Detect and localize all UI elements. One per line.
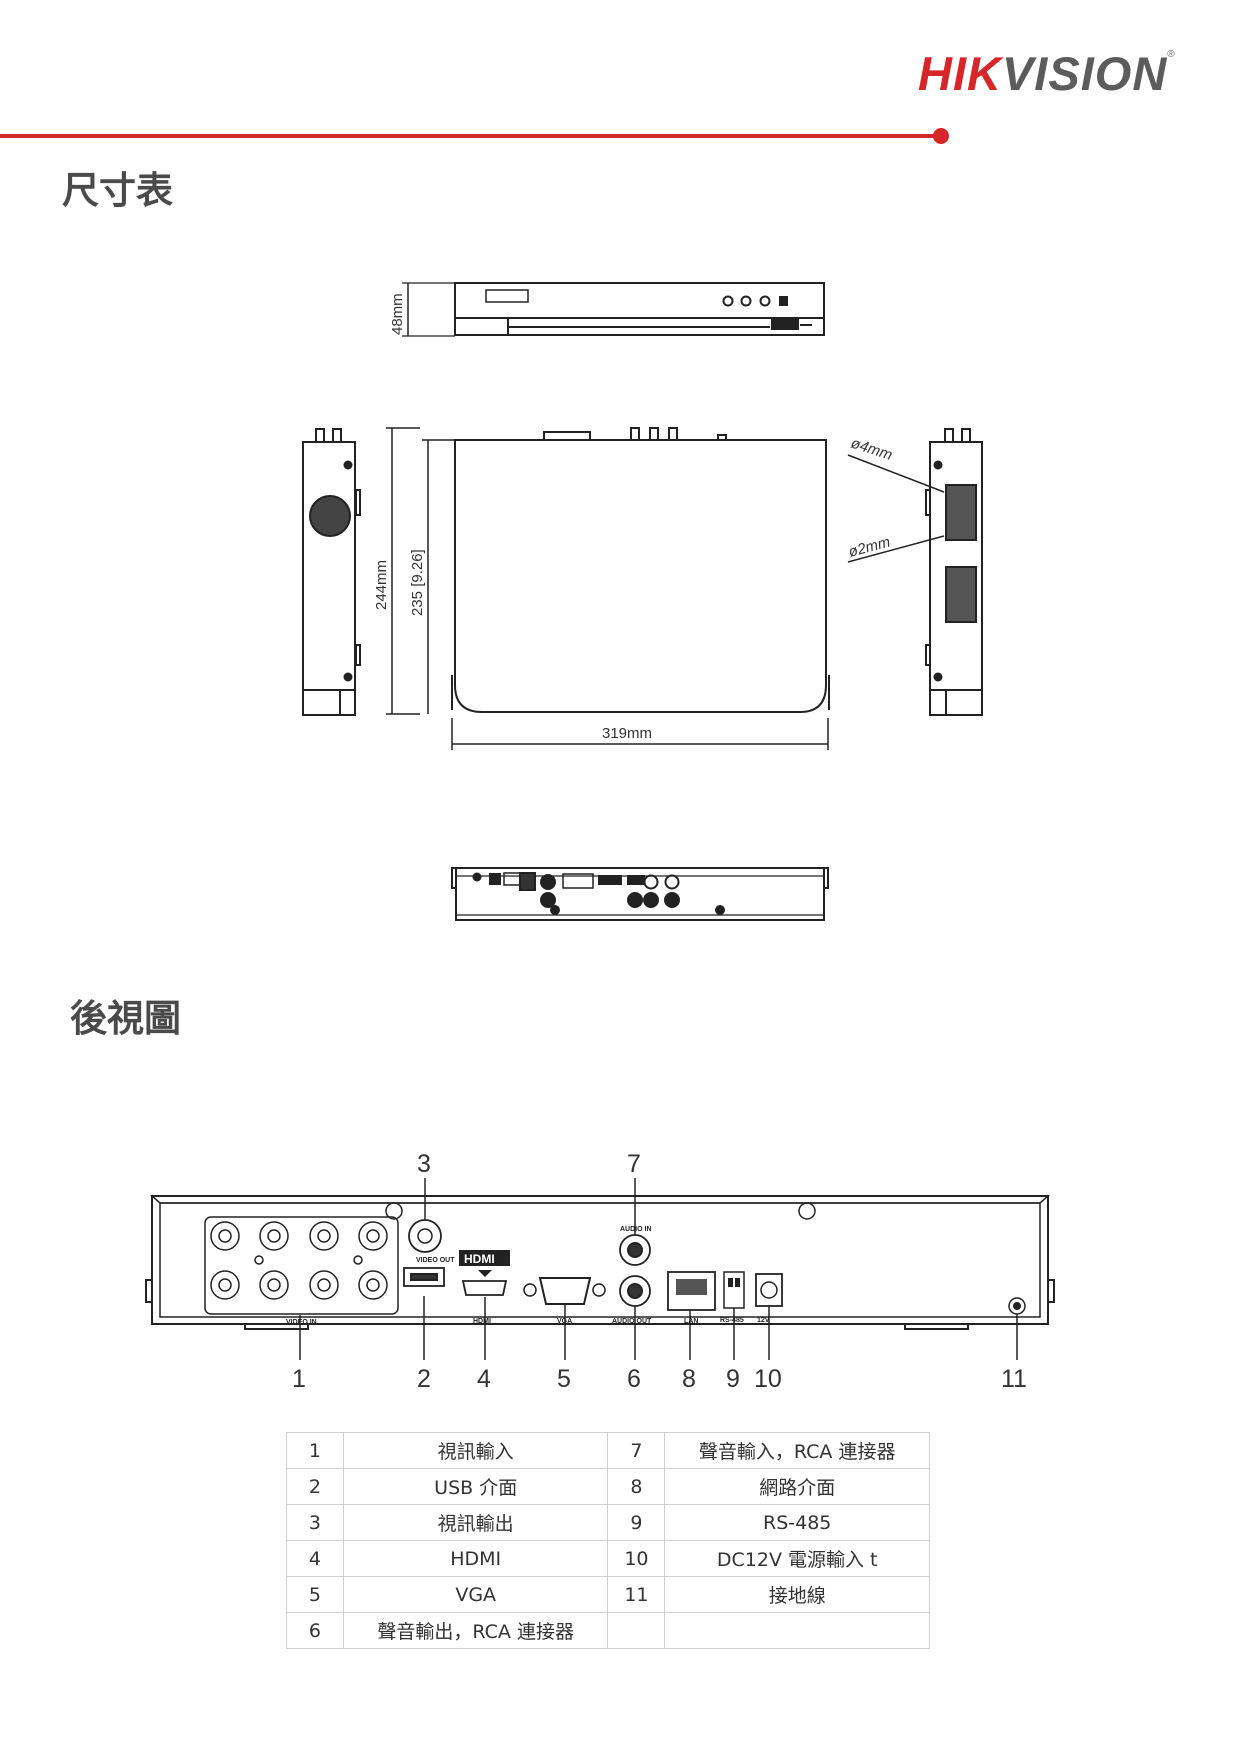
width-dimension-line xyxy=(451,718,829,750)
right-side-view-drawing xyxy=(847,428,983,716)
port-description: VGA xyxy=(342,1576,609,1613)
header-rule xyxy=(0,134,938,138)
port-number: 1 xyxy=(286,1432,344,1469)
header-rule-dot xyxy=(933,128,949,144)
port-number xyxy=(607,1612,666,1649)
port-description: 網路介面 xyxy=(664,1468,930,1505)
table-row: 5 VGA 11 接地線 xyxy=(286,1576,930,1613)
table-row: 3 視訊輸出 9 RS-485 xyxy=(286,1504,930,1541)
port-description: 接地線 xyxy=(664,1576,930,1613)
callout-leader-lines xyxy=(299,1178,1018,1360)
port-number: 5 xyxy=(286,1576,344,1613)
callout-10: 10 xyxy=(754,1365,782,1393)
audio-out-label: AUDIO OUT xyxy=(612,1318,652,1325)
port-description: 視訊輸入 xyxy=(342,1432,609,1469)
port-number: 8 xyxy=(607,1468,666,1505)
hikvision-logo: HIKVISION® xyxy=(918,47,1176,100)
callout-11: 11 xyxy=(1001,1365,1027,1393)
port-number: 9 xyxy=(607,1504,666,1541)
depth-outer-label: 244mm xyxy=(373,560,390,610)
callout-6: 6 xyxy=(627,1365,641,1393)
power-12v-label: 12V xyxy=(757,1317,770,1324)
left-side-view-drawing xyxy=(302,428,361,716)
table-row: 1 視訊輸入 7 聲音輸入，RCA 連接器 xyxy=(286,1432,930,1469)
callout-4: 4 xyxy=(477,1365,491,1393)
lan-label: LAN xyxy=(684,1318,698,1325)
port-description xyxy=(664,1612,930,1649)
callout-8: 8 xyxy=(682,1365,696,1393)
video-out-label: VIDEO OUT xyxy=(416,1257,455,1264)
hole-large-label: ø4mm xyxy=(849,435,895,464)
port-description-table: 1 視訊輸入 7 聲音輸入，RCA 連接器 2 USB 介面 8 網路介面 3 … xyxy=(286,1432,930,1649)
callout-9: 9 xyxy=(726,1365,740,1393)
callout-3: 3 xyxy=(417,1150,431,1178)
table-row: 4 HDMI 10 DC12V 電源輸入 t xyxy=(286,1540,930,1577)
port-number: 2 xyxy=(286,1468,344,1505)
logo-part-red: HIK xyxy=(918,47,1002,100)
port-description: 視訊輸出 xyxy=(342,1504,609,1541)
port-description: DC12V 電源輸入 t xyxy=(664,1540,930,1577)
rear-view-small-drawing xyxy=(451,867,829,921)
logo-part-gray: VISION xyxy=(1001,47,1168,100)
dimensions-title: 尺寸表 xyxy=(62,169,173,212)
callout-7: 7 xyxy=(627,1150,641,1178)
port-number: 6 xyxy=(286,1612,344,1649)
rs485-label: RS-485 xyxy=(720,1317,744,1324)
port-number: 10 xyxy=(607,1540,666,1577)
port-description: RS-485 xyxy=(664,1504,930,1541)
port-number: 3 xyxy=(286,1504,344,1541)
depth-dimension-lines xyxy=(386,427,454,715)
top-view-drawing xyxy=(451,427,830,713)
video-in-label: VIDEO IN xyxy=(286,1319,317,1326)
port-description: USB 介面 xyxy=(342,1468,609,1505)
rear-view-title: 後視圖 xyxy=(70,997,181,1040)
registered-mark: ® xyxy=(1167,49,1176,60)
front-view-drawing xyxy=(402,282,825,337)
port-description: HDMI xyxy=(342,1540,609,1577)
hdmi-port-label: HDMI xyxy=(473,1318,491,1325)
depth-inner-label: 235 [9.26] xyxy=(409,549,426,616)
callout-2: 2 xyxy=(417,1365,431,1393)
port-description: 聲音輸出，RCA 連接器 xyxy=(342,1612,609,1649)
port-number: 11 xyxy=(607,1576,666,1613)
callout-1: 1 xyxy=(292,1365,306,1393)
bnc-video-inputs xyxy=(210,1221,388,1300)
table-row: 2 USB 介面 8 網路介面 xyxy=(286,1468,930,1505)
port-number: 4 xyxy=(286,1540,344,1577)
width-dimension-label: 319mm xyxy=(602,725,652,742)
table-row: 6 聲音輸出，RCA 連接器 xyxy=(286,1612,930,1649)
port-description: 聲音輸入，RCA 連接器 xyxy=(664,1432,930,1469)
hdmi-badge-label: HDMI xyxy=(464,1252,495,1266)
callout-5: 5 xyxy=(557,1365,571,1393)
rear-panel-drawing xyxy=(145,1195,1055,1330)
port-number: 7 xyxy=(607,1432,666,1469)
height-dimension-label: 48mm xyxy=(389,293,406,335)
